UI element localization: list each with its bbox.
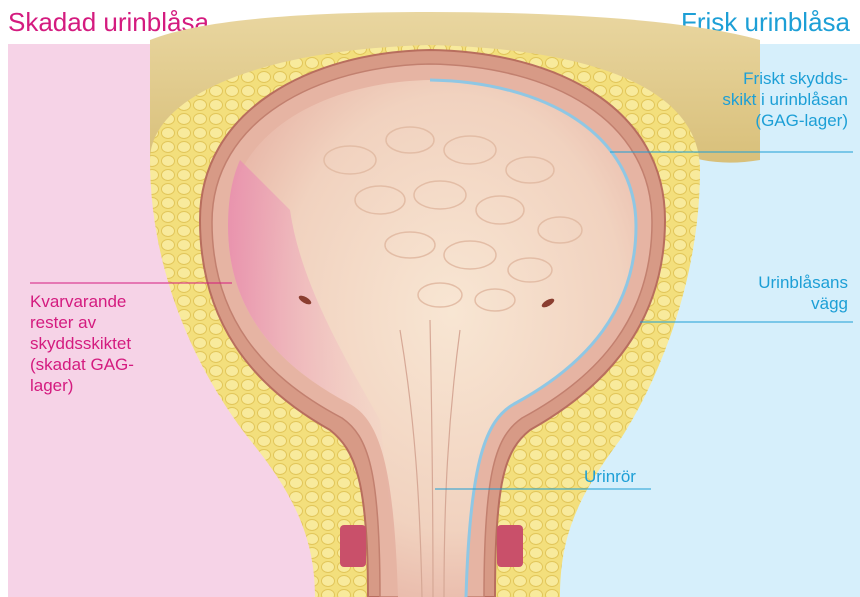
bladder-wall-line-1: Urinblåsans [758,272,848,293]
gag-healthy-line-1: Friskt skydds- [722,68,848,89]
remnants-line-4: (skadat GAG- [30,354,134,375]
urethra-line-1: Urinrör [584,466,636,487]
remnants-line-2: rester av [30,312,134,333]
remnants-line-3: skyddsskiktet [30,333,134,354]
gag-healthy-line-3: (GAG-lager) [722,110,848,131]
remnants-line-5: lager) [30,375,134,396]
gag-healthy-label: Friskt skydds- skikt i urinblåsan (GAG-l… [722,68,848,131]
remnants-label: Kvarvarande rester av skyddsskiktet (ska… [30,291,134,396]
gag-healthy-line-2: skikt i urinblåsan [722,89,848,110]
bladder-wall-label: Urinblåsans vägg [758,272,848,314]
remnants-line-1: Kvarvarande [30,291,134,312]
bladder-wall-line-2: vägg [758,293,848,314]
urethra-label: Urinrör [584,466,636,487]
